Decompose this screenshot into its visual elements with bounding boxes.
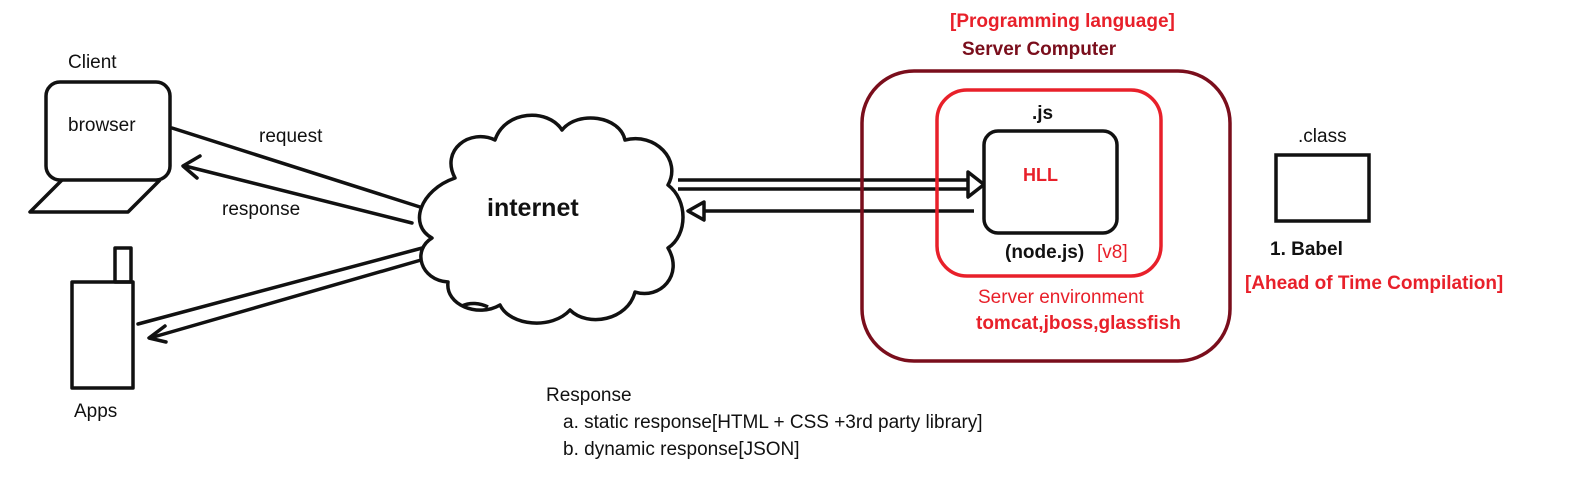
laptop-icon xyxy=(28,80,172,214)
aot-compilation-label: [Ahead of Time Compilation] xyxy=(1245,273,1504,294)
server-connection-arrows xyxy=(678,170,986,222)
babel-label: 1. Babel xyxy=(1270,239,1343,260)
class-file-box xyxy=(1274,153,1371,223)
server-environment-examples: tomcat,jboss,glassfish xyxy=(976,313,1181,334)
hll-box xyxy=(982,129,1119,235)
server-computer-box xyxy=(860,69,1232,363)
internet-label: internet xyxy=(487,194,579,222)
response-notes-heading: Response xyxy=(546,385,632,406)
programming-language-label: [Programming language] xyxy=(950,11,1175,32)
phone-icon xyxy=(70,246,135,390)
server-computer-title: Server Computer xyxy=(962,39,1117,60)
class-label: .class xyxy=(1298,126,1347,147)
nodejs-label: (node.js) xyxy=(1005,242,1085,263)
client-connection-arrows xyxy=(170,126,422,225)
browser-label: browser xyxy=(68,115,136,136)
response-label: response xyxy=(222,199,301,220)
apps-connection-arrows xyxy=(136,245,430,344)
server-environment-label: Server environment xyxy=(978,287,1144,308)
js-label: .js xyxy=(1032,103,1054,124)
hll-label: HLL xyxy=(1023,165,1058,185)
v8-label: [v8] xyxy=(1097,242,1128,263)
response-notes-item: a. static response[HTML + CSS +3rd party… xyxy=(563,412,983,433)
response-notes: Response a. static response[HTML + CSS +… xyxy=(546,382,983,463)
apps-label: Apps xyxy=(74,401,118,422)
client-label: Client xyxy=(68,52,117,73)
runtime-box xyxy=(935,88,1163,278)
response-notes-item: b. dynamic response[JSON] xyxy=(563,439,800,460)
internet-cloud-icon xyxy=(417,113,685,325)
request-label: request xyxy=(259,126,323,147)
